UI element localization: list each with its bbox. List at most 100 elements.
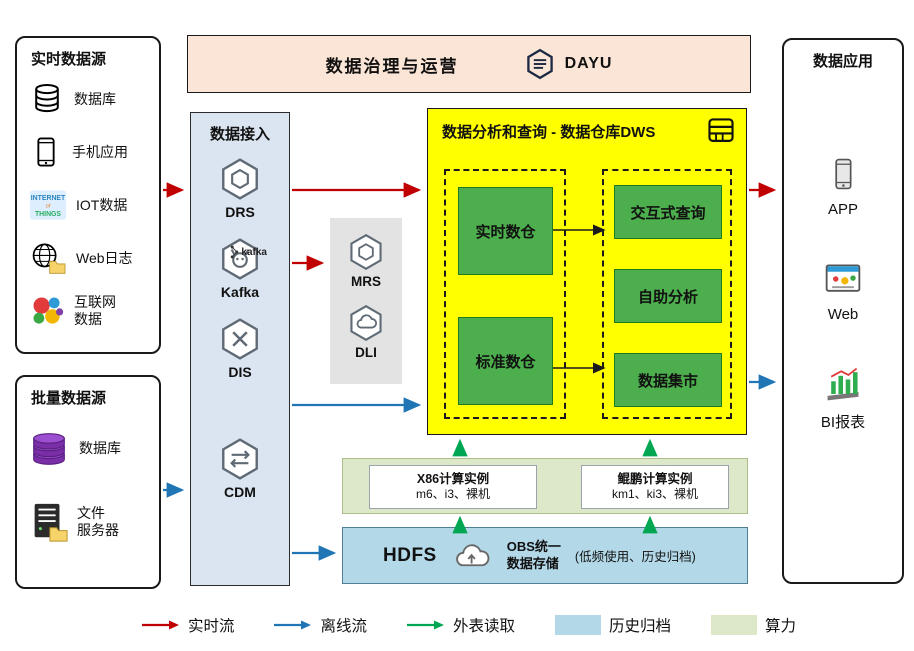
batch-sources-title: 批量数据源: [31, 390, 107, 407]
database-icon: [35, 84, 59, 113]
iot-icon: INTERNET of THINGS: [29, 190, 67, 220]
kafka-hexagon-icon: [222, 238, 258, 280]
service-dli: DLI: [346, 303, 386, 360]
service-kafka: kafka Kafka: [217, 236, 267, 300]
compute-instances-strip: X86计算实例 m6、i3、裸机 鲲鹏计算实例 km1、ki3、裸机: [342, 458, 748, 514]
source-label: Web日志: [76, 249, 133, 266]
realtime-sources-title: 实时数据源: [31, 51, 107, 68]
service-label: MRS: [351, 274, 381, 289]
data-applications-panel: 数据应用 APP Web: [782, 38, 904, 584]
internet-data-icon: [33, 297, 64, 324]
realtime-warehouse-box: 实时数仓: [458, 187, 553, 275]
svg-text:INTERNET: INTERNET: [31, 195, 66, 202]
service-drs: DRS: [217, 156, 263, 220]
source-item-mobile-app: 手机应用: [29, 134, 153, 170]
batch-sources-panel: 批量数据源 数据库: [15, 375, 161, 589]
legend-item-archive: 历史归档: [555, 614, 671, 636]
service-label: DLI: [355, 345, 377, 360]
service-label: Kafka: [220, 284, 260, 300]
legend-label: 外表读取: [452, 618, 515, 635]
web-browser-icon: [825, 264, 861, 292]
source-item-database: 数据库: [29, 81, 153, 117]
self-service-analysis-box: 自助分析: [614, 269, 722, 323]
data-applications-title: 数据应用: [812, 53, 873, 70]
standard-warehouse-box: 标准数仓: [458, 317, 553, 405]
service-dis: DIS: [217, 316, 263, 380]
database-stack-icon: [33, 433, 65, 465]
legend: 实时流 离线流 外表读取 历史归档 算力: [0, 614, 914, 636]
source-item-file-server: 文件 服务器: [27, 500, 153, 544]
obs-storage-note: (低频使用、历史归档): [574, 550, 696, 564]
source-label: IOT数据: [76, 196, 128, 213]
query-services-group: 交互式查询 自助分析 数据集市: [602, 169, 732, 419]
application-label: Web: [827, 306, 859, 323]
svg-text:THINGS: THINGS: [35, 211, 61, 218]
dws-title: 数据分析和查询 - 数据仓库DWS: [442, 123, 656, 141]
file-server-icon: [34, 503, 68, 542]
legend-item-external-read: 外表读取: [406, 614, 515, 636]
banner-title: 数据治理与运营: [325, 56, 459, 76]
app-phone-icon: [835, 158, 852, 190]
instance-title: 鲲鹏计算实例: [617, 472, 693, 487]
legend-label: 算力: [765, 618, 797, 635]
application-label: BI报表: [820, 414, 866, 431]
kafka-badge-label: kafka: [241, 246, 267, 258]
interactive-query-box: 交互式查询: [614, 185, 722, 239]
cdm-hexagon-icon: [222, 438, 258, 480]
ingestion-service-list: DRS kafka Kafka: [191, 156, 289, 500]
bi-report-icon: [827, 367, 859, 401]
web-log-icon: [32, 243, 66, 274]
kafka-glyph-icon: [231, 245, 239, 259]
service-cdm: CDM: [217, 436, 263, 500]
instance-spec: m6、i3、裸机: [415, 487, 490, 502]
application-label: APP: [827, 201, 858, 218]
archive-swatch: [555, 615, 601, 635]
hdfs-label: HDFS: [383, 544, 437, 566]
source-label: 数据库: [79, 439, 121, 456]
realtime-flow-arrow-icon: [141, 620, 179, 630]
data-ingestion-title: 数据接入: [209, 126, 270, 143]
source-item-web-log: Web日志: [29, 240, 153, 276]
offline-flow-arrow-icon: [274, 620, 312, 630]
legend-label: 实时流: [187, 618, 235, 635]
legend-label: 历史归档: [609, 618, 672, 635]
dayu-logo: DAYU: [523, 47, 613, 81]
warehouse-group: 实时数仓 标准数仓: [444, 169, 566, 419]
source-item-batch-database: 数据库: [27, 426, 153, 470]
service-label: DIS: [228, 364, 252, 380]
source-label: 数据库: [74, 90, 116, 107]
hdfs-obs-storage-strip: HDFS OBS统一 数据存储 (低频使用、历史归档): [342, 527, 748, 584]
obs-cloud-icon: [455, 543, 490, 566]
data-mart-box: 数据集市: [614, 353, 722, 407]
instance-spec: km1、ki3、裸机: [611, 487, 698, 502]
application-list: APP Web: [784, 155, 902, 432]
source-item-iot: INTERNET of THINGS IOT数据: [29, 187, 153, 223]
app-item-app: APP: [826, 155, 860, 218]
kunpeng-instance-box: 鲲鹏计算实例 km1、ki3、裸机: [581, 465, 729, 509]
obs-storage-title: OBS统一 数据存储: [506, 539, 561, 571]
source-item-internet-data: 互联网 数据: [29, 293, 153, 329]
realtime-source-list: 数据库 手机应用 INTERNET of THINGS IOT数据: [29, 81, 153, 329]
kafka-logo-icon: kafka: [230, 244, 267, 260]
compute-swatch: [711, 615, 758, 635]
external-read-arrow-icon: [406, 620, 444, 630]
mrs-hexagon-icon: [350, 233, 382, 271]
service-mrs: MRS: [346, 232, 386, 289]
service-label: CDM: [224, 484, 256, 500]
legend-item-realtime-flow: 实时流: [141, 614, 235, 636]
data-ingestion-panel: 数据接入 DRS: [190, 112, 290, 586]
dayu-label: DAYU: [564, 55, 613, 72]
dayu-hexagon-icon: [526, 48, 553, 80]
app-item-bi-report: BI报表: [821, 365, 865, 432]
governance-banner: 数据治理与运营 DAYU: [187, 35, 751, 93]
dws-warehouse-panel: 数据分析和查询 - 数据仓库DWS 实时数仓 标准数仓 交互式查询 自助分析 数…: [427, 108, 747, 435]
mobile-phone-icon: [37, 137, 55, 167]
source-label: 文件 服务器: [77, 505, 119, 538]
drs-hexagon-icon: [222, 158, 258, 200]
legend-item-compute: 算力: [711, 614, 796, 636]
source-label: 手机应用: [72, 143, 128, 160]
realtime-sources-panel: 实时数据源 数据库 手机应用: [15, 36, 161, 354]
processing-services-box: MRS DLI: [330, 218, 402, 384]
svg-text:of: of: [46, 204, 51, 210]
